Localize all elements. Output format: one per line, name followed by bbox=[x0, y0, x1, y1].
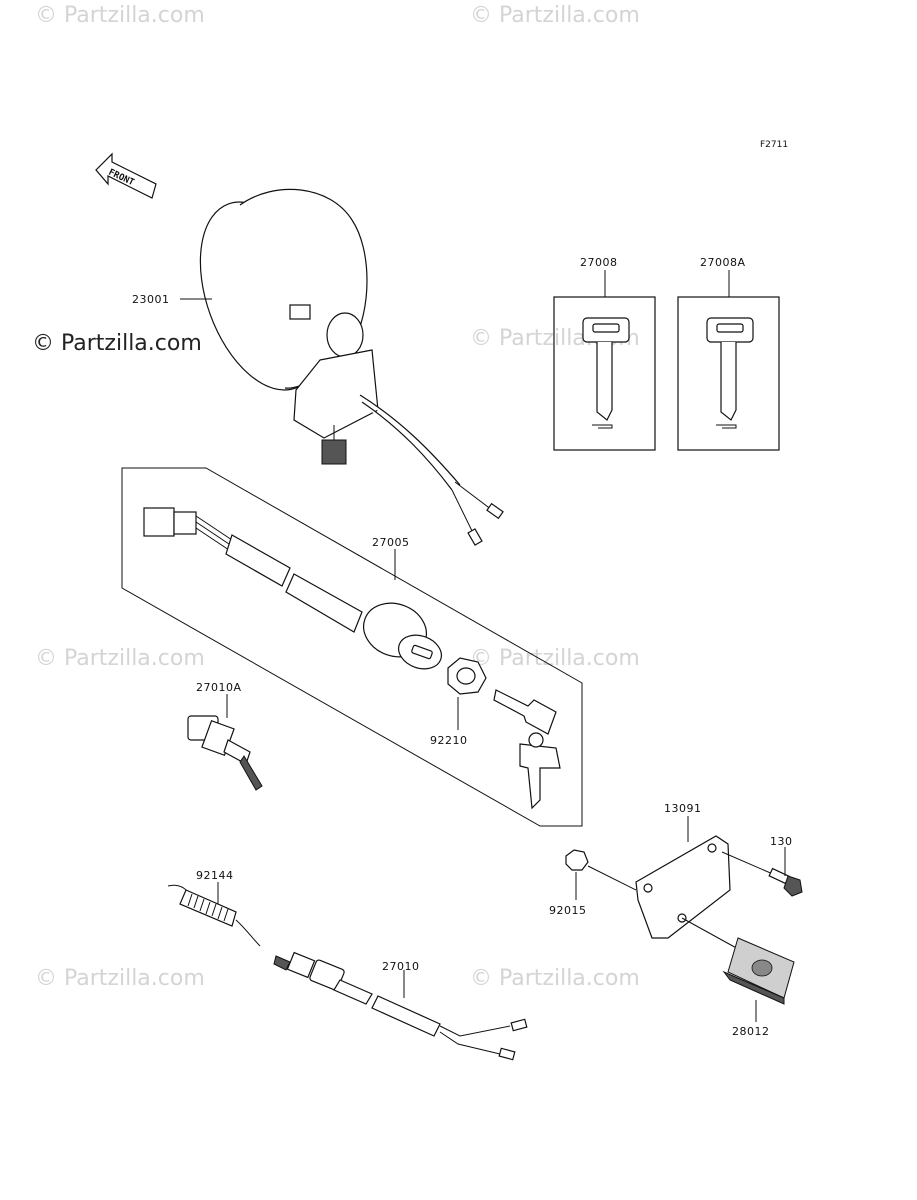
part-label-28012: 28012 bbox=[732, 1025, 770, 1038]
switch-27010A bbox=[187, 715, 263, 791]
ignition-switch-27005 bbox=[121, 467, 583, 827]
switch-27010 bbox=[273, 951, 528, 1061]
part-label-27008: 27008 bbox=[580, 256, 618, 269]
plate-13091 bbox=[635, 835, 731, 939]
watermark-main: © Partzilla.com bbox=[32, 331, 202, 356]
watermark: © Partzilla.com bbox=[470, 3, 640, 28]
part-label-27010: 27010 bbox=[382, 960, 420, 973]
label-28012 bbox=[681, 917, 795, 1005]
part-label-92210: 92210 bbox=[430, 734, 468, 747]
watermark: © Partzilla.com bbox=[470, 646, 640, 671]
part-label-130: 130 bbox=[770, 835, 793, 848]
key-27008 bbox=[553, 270, 656, 451]
part-label-27010A: 27010A bbox=[196, 681, 242, 694]
part-label-27005: 27005 bbox=[372, 536, 410, 549]
watermark: © Partzilla.com bbox=[35, 3, 205, 28]
figure-code: F2711 bbox=[760, 140, 788, 150]
nut-92210 bbox=[447, 657, 487, 695]
nut-92015 bbox=[565, 849, 637, 891]
front-arrow-icon: FRONT bbox=[95, 152, 157, 199]
part-label-13091: 13091 bbox=[664, 802, 702, 815]
part-label-27008A: 27008A bbox=[700, 256, 746, 269]
keys-pair bbox=[493, 689, 561, 810]
bolt-130 bbox=[721, 851, 803, 897]
part-label-92015: 92015 bbox=[549, 904, 587, 917]
watermark: © Partzilla.com bbox=[35, 646, 205, 671]
watermarks: © Partzilla.com © Partzilla.com © Partzi… bbox=[32, 3, 640, 991]
key-27008A bbox=[677, 270, 780, 451]
headlight-23001 bbox=[199, 188, 504, 546]
watermark: © Partzilla.com bbox=[35, 966, 205, 991]
part-label-92144: 92144 bbox=[196, 869, 234, 882]
part-label-23001: 23001 bbox=[132, 293, 170, 306]
watermark: © Partzilla.com bbox=[470, 966, 640, 991]
spring-92144 bbox=[167, 884, 261, 947]
